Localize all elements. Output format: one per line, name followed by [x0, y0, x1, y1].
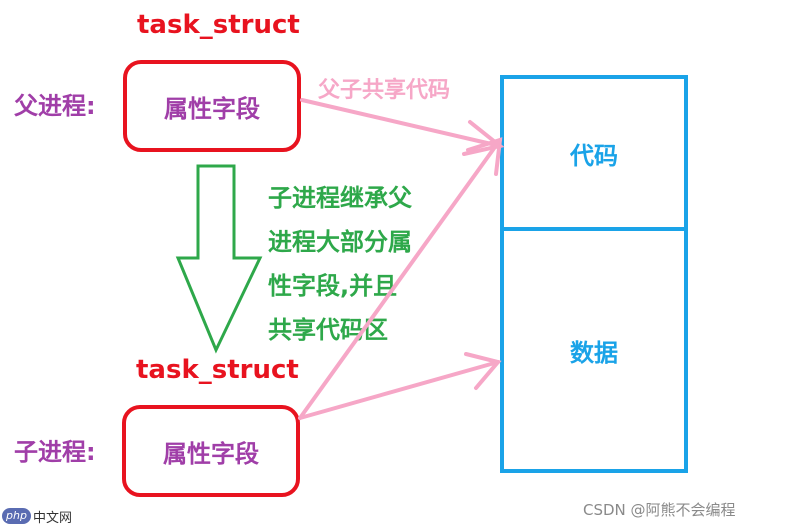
- inherit-line-3: 性字段,并且: [268, 272, 398, 300]
- php-logo-text: 中文网: [32, 510, 72, 526]
- parent-attribute-box: 属性字段: [123, 60, 301, 152]
- parent-struct-label: task_struct: [137, 10, 300, 40]
- php-logo: php 中文网: [2, 506, 72, 526]
- code-region-label: 代码: [570, 141, 618, 170]
- watermark-text: CSDN @阿熊不会编程: [583, 501, 736, 519]
- data-region: 数据: [500, 227, 688, 473]
- child-to-data-arrow-icon: [298, 360, 500, 420]
- child-attribute-text: 属性字段: [163, 439, 259, 468]
- child-process-label: 子进程:: [14, 438, 96, 466]
- parent-process-label: 父进程:: [14, 92, 96, 120]
- child-to-code-arrow-icon: [298, 138, 502, 420]
- inherit-line-2: 进程大部分属: [268, 228, 412, 256]
- inherit-description: 子进程继承父 进程大部分属 性字段,并且 共享代码区: [268, 176, 412, 352]
- data-region-label: 数据: [570, 338, 618, 367]
- php-logo-mark: php: [2, 508, 31, 524]
- parent-to-code-arrow-icon: [300, 98, 502, 148]
- inherit-arrow-icon: [175, 164, 263, 354]
- share-code-label: 父子共享代码: [318, 78, 451, 103]
- child-attribute-box: 属性字段: [122, 405, 300, 497]
- child-struct-label: task_struct: [136, 355, 299, 385]
- parent-attribute-text: 属性字段: [164, 94, 260, 123]
- inherit-line-1: 子进程继承父: [268, 184, 412, 212]
